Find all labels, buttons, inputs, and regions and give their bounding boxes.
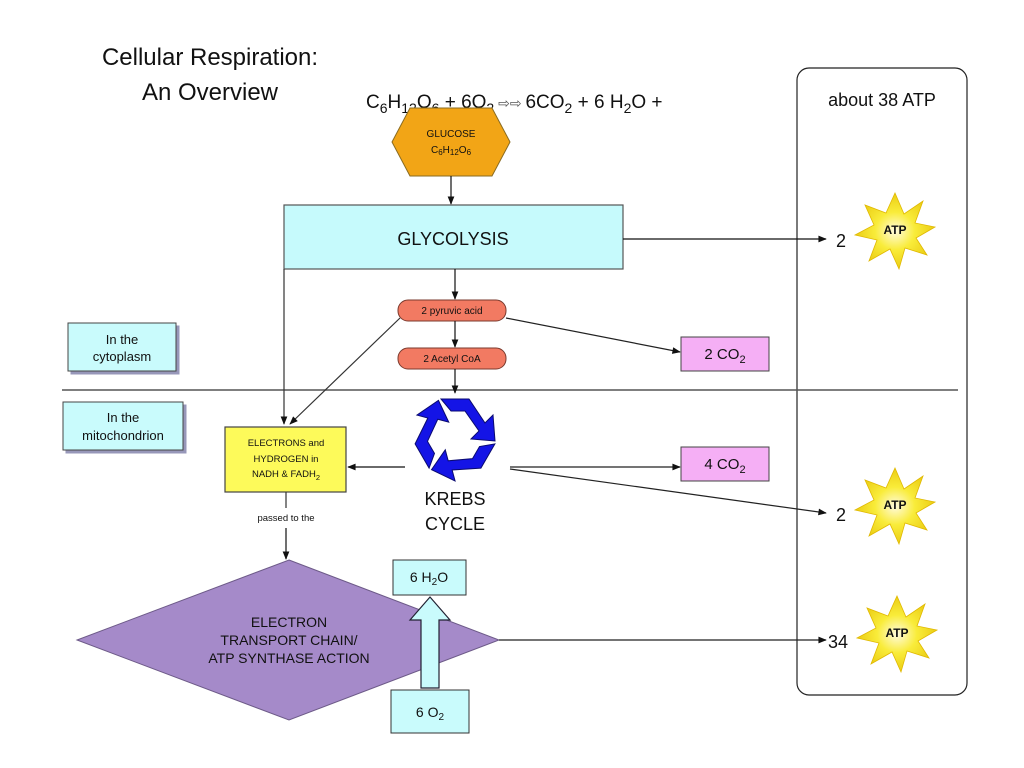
krebs-label-line1: KREBS [424,489,485,509]
co2-output-glycolysis [680,336,770,372]
mitochondrion-label [62,401,184,451]
krebs-label-line2: CYCLE [425,514,485,534]
oxygen-input-box [390,689,470,734]
atp-total-box [796,67,968,696]
etc-line1: ELECTRON [251,614,327,630]
atp-label-etc: ATP [885,626,908,640]
electrons-line2: HYDROGEN in [254,454,319,465]
co2-output-krebs [680,446,770,482]
pyruvic-acid-node [397,299,507,322]
cytoplasm-line1: In the [106,332,139,347]
atp-label-krebs: ATP [883,498,906,512]
etc-line3: ATP SYNTHASE ACTION [208,650,369,666]
title-line2: An Overview [142,79,279,106]
cytoplasm-label [67,322,177,372]
mitochondrion-line1: In the [107,410,140,425]
pyruvic-acid-label: 2 pyruvic acid [421,306,482,317]
atp-count-krebs: 2 [836,505,846,525]
water-label: 6 H2O [410,569,448,588]
acetyl-coa-node [397,347,507,370]
electrons-line1: ELECTRONS and [248,438,325,449]
title-line1: Cellular Respiration: [102,44,318,71]
passed-to-label: passed to the [257,513,314,524]
water-output-box [392,559,467,596]
glucose-node [391,107,511,177]
krebs-cycle-icon [414,398,496,482]
oxygen-label: 6 O2 [416,704,445,723]
atp-star-icon [853,192,937,271]
glycolysis-label: GLYCOLYSIS [397,229,508,249]
cytoplasm-line2: cytoplasm [93,349,152,364]
atp-count-etc: 34 [828,632,848,652]
co2-label-4: 4 CO2 [704,456,745,476]
oxygen-to-water-arrow [408,596,452,689]
arrow-krebs-atp [509,468,827,516]
co2-label-2: 2 CO2 [704,346,745,366]
etc-line2: TRANSPORT CHAIN/ [220,632,357,648]
atp-label-glycolysis: ATP [883,223,906,237]
atp-star-icon [853,467,937,546]
mitochondrion-line2: mitochondrion [82,428,164,443]
electrons-line3: NADH & FADH2 [252,469,320,482]
acetyl-coa-label: 2 Acetyl CoA [423,354,481,365]
atp-star-icon [855,595,939,674]
arrow-pyruvic-co2 [505,317,681,354]
glucose-formula: C6H12O6 [431,145,472,157]
glucose-label: GLUCOSE [427,129,476,140]
electrons-node [224,426,347,493]
atp-count-glycolysis: 2 [836,231,846,251]
arrow-pyruvic-electrons [289,317,401,425]
glycolysis-node [283,204,624,270]
atp-total-label: about 38 ATP [828,90,936,110]
